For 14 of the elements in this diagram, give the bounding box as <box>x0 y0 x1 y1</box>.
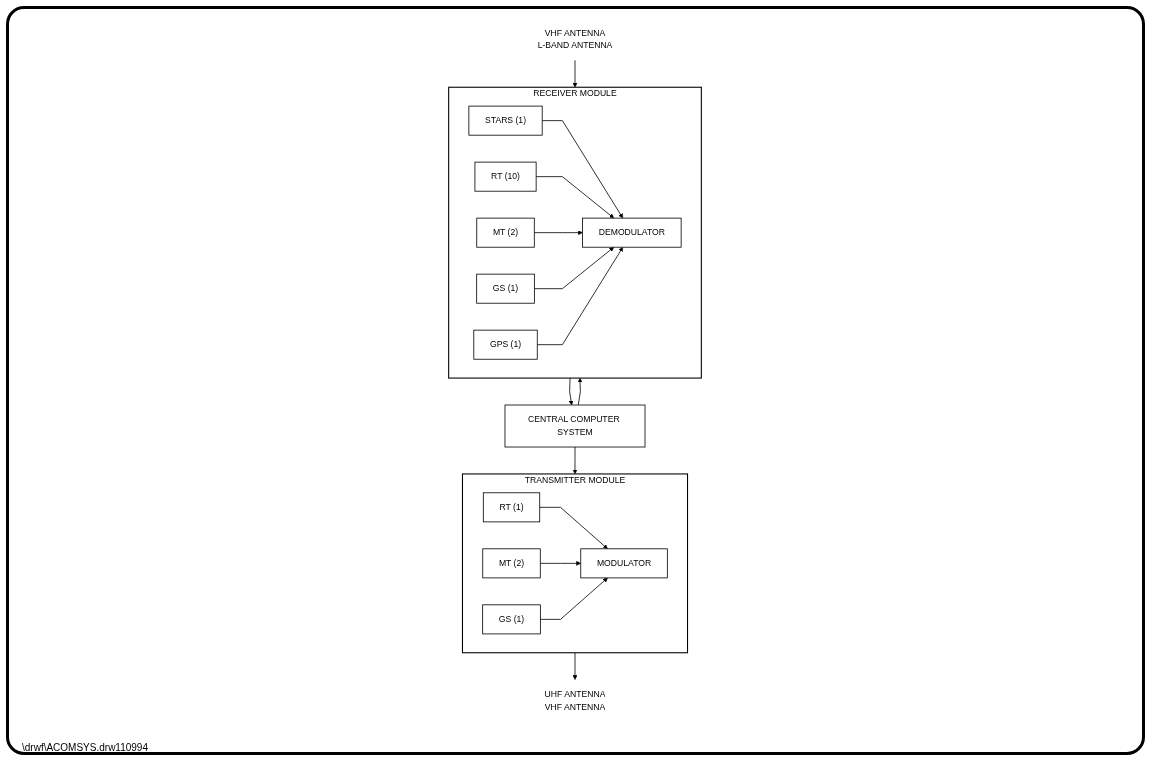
node-box: CENTRAL COMPUTER SYSTEM <box>504 404 646 448</box>
node-box: GS (1) <box>476 273 535 304</box>
node-box: GS (1) <box>482 604 541 635</box>
node-box: MT (2) <box>476 217 535 248</box>
node-text: UHF ANTENNA VHF ANTENNA <box>544 689 606 712</box>
node-box: MODULATOR <box>580 548 668 579</box>
node-box: GPS (1) <box>473 329 538 360</box>
node-box: DEMODULATOR <box>582 217 682 248</box>
node-text: VHF ANTENNA L-BAND ANTENNA <box>537 28 613 51</box>
node-box: RT (1) <box>482 492 541 523</box>
node-box: MT (2) <box>482 548 541 579</box>
node-box: STARS (1) <box>468 105 543 136</box>
node-box: RT (10) <box>474 161 537 192</box>
file-name-note: \drwf\ACOMSYS.drw110994 <box>22 742 148 753</box>
